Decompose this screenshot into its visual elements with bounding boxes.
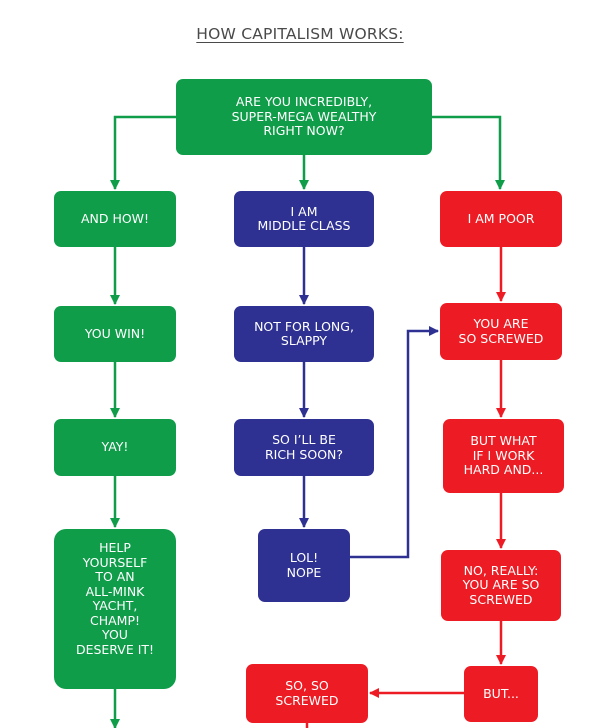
node-work-hard: BUT WHAT IF I WORK HARD AND...: [443, 419, 564, 493]
node-middle-class: I AM MIDDLE CLASS: [234, 191, 374, 247]
arrow-start-to-and-how: [110, 115, 176, 190]
diagram-title: HOW CAPITALISM WORKS:: [196, 25, 404, 43]
node-poor: I AM POOR: [440, 191, 562, 247]
node-start-question: ARE YOU INCREDIBLY, SUPER-MEGA WEALTHY R…: [176, 79, 432, 155]
node-so-so-screwed: SO, SO SCREWED: [246, 664, 368, 723]
node-and-how: AND HOW!: [54, 191, 176, 247]
node-not-for-long: NOT FOR LONG, SLAPPY: [234, 306, 374, 362]
arrow-lol-to-so-screwed: [350, 326, 439, 559]
node-but: BUT...: [464, 666, 538, 722]
node-so-screwed: YOU ARE SO SCREWED: [440, 303, 562, 360]
node-help-yourself: HELP YOURSELF TO AN ALL-MINK YACHT, CHAM…: [54, 529, 176, 689]
node-rich-soon: SO I’LL BE RICH SOON?: [234, 419, 374, 476]
node-yay: YAY!: [54, 419, 176, 476]
node-lol-nope: LOL! NOPE: [258, 529, 350, 602]
node-no-really: NO, REALLY: YOU ARE SO SCREWED: [441, 550, 561, 621]
node-you-win: YOU WIN!: [54, 306, 176, 362]
arrow-start-to-poor: [432, 115, 505, 190]
